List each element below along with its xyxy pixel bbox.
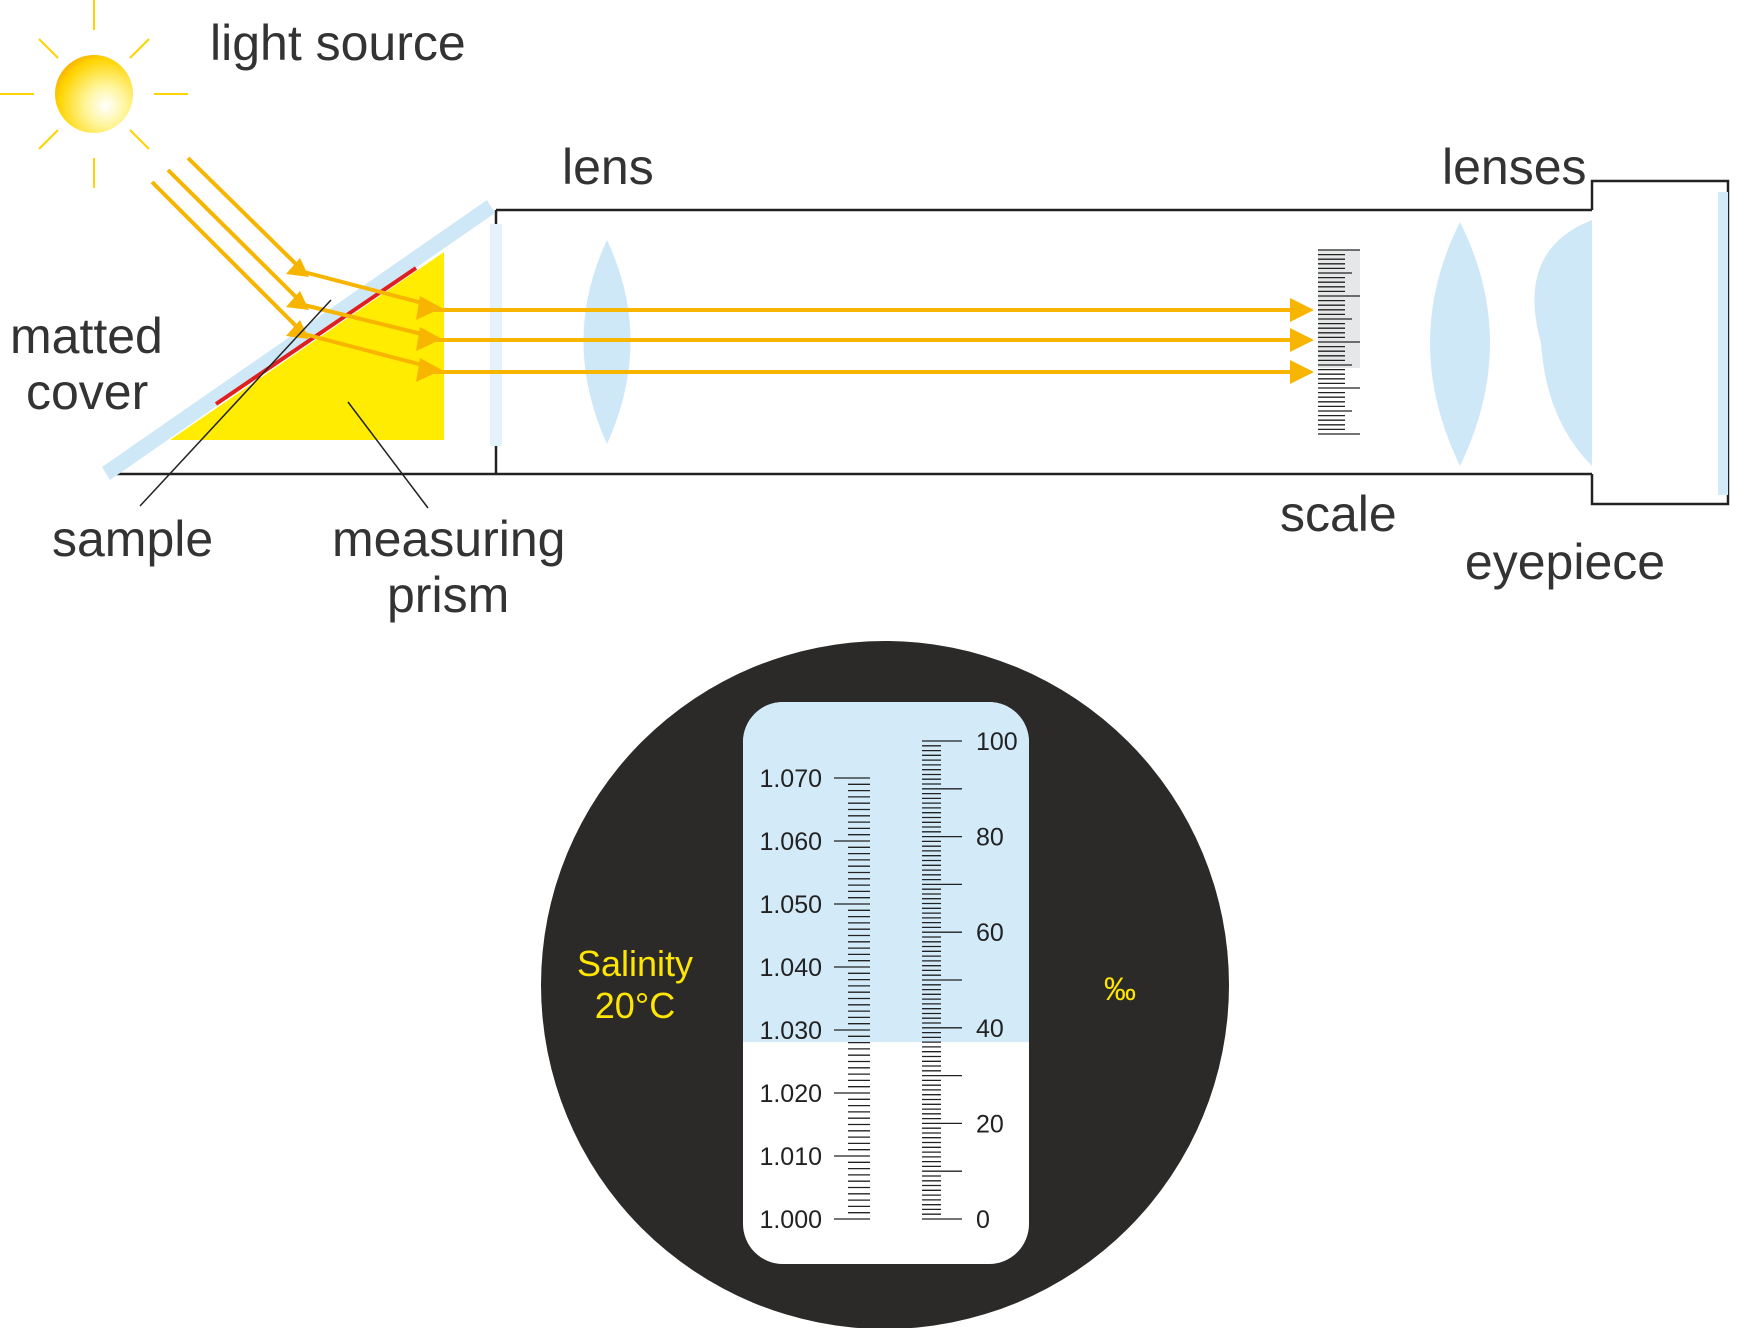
sun-icon — [0, 0, 188, 188]
ray-arrowheads — [286, 258, 1314, 384]
sg-tick-label: 1.010 — [759, 1143, 822, 1171]
permille-tick-label: 20 — [976, 1110, 1004, 1138]
sg-tick-label: 1.020 — [759, 1080, 822, 1108]
permille-tick-label: 100 — [976, 728, 1018, 756]
eyepiece-window — [1718, 192, 1728, 495]
measuring-prism — [170, 252, 444, 440]
eye-lens — [1534, 220, 1592, 466]
temperature-label: 20°C — [595, 985, 675, 1026]
sg-tick-label: 1.050 — [759, 891, 822, 919]
matted-cover-label-line1: matted — [10, 308, 163, 364]
measuring-prism-label-line1: measuring — [332, 511, 565, 567]
salinity-label: Salinity — [577, 943, 693, 984]
permille-unit-label: ‰ — [1104, 971, 1136, 1007]
matted-cover — [102, 200, 495, 480]
sg-tick-label: 1.030 — [759, 1017, 822, 1045]
sg-tick-label: 1.070 — [759, 765, 822, 793]
light-area — [743, 702, 1029, 1043]
light-source-label: light source — [210, 15, 466, 71]
permille-tick-label: 0 — [976, 1206, 990, 1234]
tube-window — [490, 224, 502, 446]
internal-scale — [1318, 249, 1360, 435]
light-rays — [150, 156, 1300, 374]
reading-field — [743, 702, 1029, 1264]
measuring-prism-label-line2: prism — [387, 567, 509, 623]
permille-tick-label: 60 — [976, 919, 1004, 947]
scale-label: scale — [1280, 486, 1397, 542]
eyepiece-view: 1.070 1.060 1.050 1.040 1.030 1.020 1.010 1.000… — [541, 641, 1229, 1328]
permille-tick-label: 80 — [976, 824, 1004, 852]
specific-gravity-labels: 1.070 1.060 1.050 1.040 1.030 1.020 1.010 1.000 — [759, 765, 822, 1234]
sample-label: sample — [52, 511, 213, 567]
sg-tick-label: 1.000 — [759, 1206, 822, 1234]
permille-labels: 100 80 60 40 20 0 — [976, 728, 1018, 1234]
matted-cover-label-line2: cover — [26, 364, 148, 420]
lenses-label: lenses — [1442, 139, 1587, 195]
leader-lines — [139, 299, 429, 509]
permille-tick-label: 40 — [976, 1015, 1004, 1043]
lens-label: lens — [562, 139, 654, 195]
sg-tick-label: 1.040 — [759, 954, 822, 982]
eyepiece-label: eyepiece — [1465, 534, 1665, 590]
permille-scale — [922, 740, 962, 1220]
field-lens — [1430, 222, 1490, 466]
specific-gravity-scale — [834, 777, 870, 1220]
sg-tick-label: 1.060 — [759, 828, 822, 856]
